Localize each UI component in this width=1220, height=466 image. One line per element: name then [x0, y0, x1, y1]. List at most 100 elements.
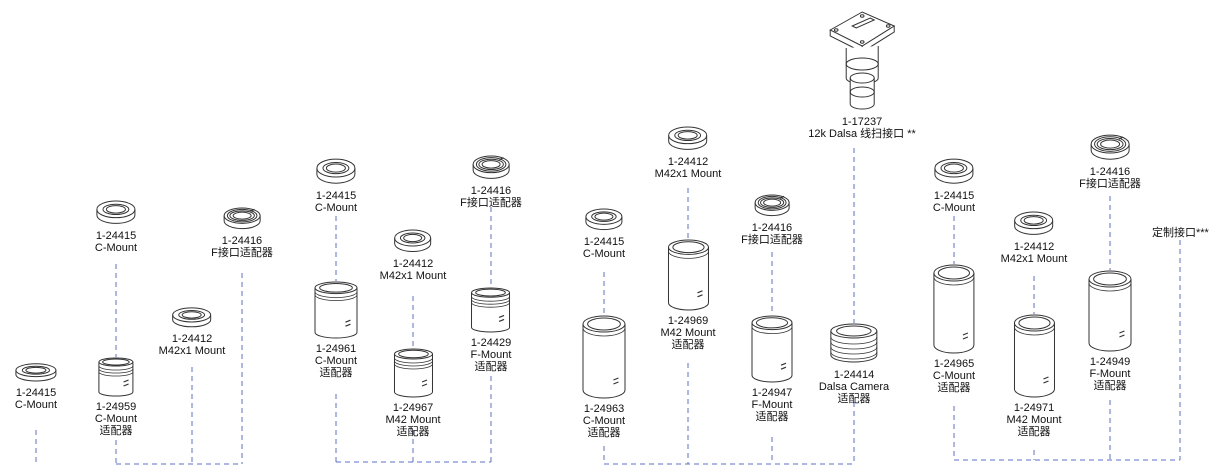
part-number: 1-24412: [171, 333, 213, 345]
part-desc: F接口适配器: [1079, 178, 1141, 190]
f-mount-ring-icon: [754, 194, 790, 217]
part-desc: Dalsa Camera: [818, 381, 890, 393]
part-desc: 适配器: [671, 339, 705, 351]
part-desc: M42x1 Mount: [1000, 253, 1068, 265]
part-number: 1-24416: [1089, 166, 1131, 178]
part-desc: C-Mount: [314, 202, 358, 214]
long-tube-icon: [582, 315, 626, 399]
part-number: 1-24967: [392, 402, 434, 414]
ring-adapter-icon: [15, 363, 57, 382]
part-1-24949: 1-24949 F-Mount 适配器: [1088, 270, 1132, 392]
part-number: 1-24971: [1013, 402, 1055, 414]
short-tube-icon: [471, 287, 511, 333]
part-number: 1-24415: [315, 190, 357, 202]
part-desc: 适配器: [1093, 380, 1127, 392]
part-desc: F-Mount: [470, 349, 512, 361]
part-1-24415-group3: 1-24415 C-Mount: [583, 208, 625, 260]
part-desc: 适配器: [937, 382, 971, 394]
part-desc: M42 Mount: [660, 327, 716, 339]
f-mount-ring-icon: [1090, 134, 1130, 160]
part-1-24947: 1-24947 F-Mount 适配器: [751, 315, 793, 423]
long-tube-icon: [667, 239, 709, 311]
tube-adapter-icon: [314, 281, 358, 339]
ring-adapter-icon: [96, 200, 136, 224]
part-desc: 适配器: [474, 361, 508, 373]
part-desc: C-Mount: [314, 355, 358, 367]
part-1-24412-group1: 1-24412 M42x1 Mount: [159, 307, 225, 357]
part-1-24971: 1-24971 M42 Mount 适配器: [1006, 314, 1062, 438]
part-desc: C-Mount: [932, 202, 976, 214]
part-desc: C-Mount: [932, 370, 976, 382]
part-desc: F接口适配器: [211, 247, 273, 259]
part-number: 1-24416: [751, 222, 793, 234]
short-tube-icon: [393, 348, 433, 398]
part-desc: 适配器: [99, 425, 133, 437]
part-desc: C-Mount: [94, 242, 138, 254]
part-desc: C-Mount: [14, 399, 58, 411]
ring-adapter-icon: [394, 229, 432, 252]
part-1-24969: 1-24969 M42 Mount 适配器: [660, 239, 716, 351]
part-number: 1-24965: [933, 358, 975, 370]
part-1-17237: 1-17237 12k Dalsa 线扫接口 **: [808, 8, 916, 140]
part-number: 1-24949: [1089, 356, 1131, 368]
part-desc: 适配器: [837, 393, 871, 405]
part-number: 1-17237: [841, 116, 883, 128]
part-number: 1-24415: [933, 190, 975, 202]
part-desc: 适配器: [1017, 426, 1051, 438]
part-desc: C-Mount: [582, 415, 626, 427]
part-number: 1-24947: [751, 387, 793, 399]
part-number: 1-24961: [315, 343, 357, 355]
part-number: 1-24969: [667, 315, 709, 327]
part-1-24415-group1-top: 1-24415 C-Mount: [95, 200, 137, 254]
part-1-24416-group4: 1-24416 F接口适配器: [1079, 134, 1141, 190]
ring-adapter-icon: [585, 208, 623, 231]
part-desc: M42 Mount: [1006, 414, 1062, 426]
ring-adapter-icon: [934, 158, 974, 184]
part-desc: F接口适配器: [460, 197, 522, 209]
part-desc: 适配器: [319, 367, 353, 379]
part-1-24416-group3: 1-24416 F接口适配器: [741, 194, 803, 246]
part-number: 1-24412: [667, 156, 709, 168]
long-tube-icon: [933, 264, 975, 354]
ring-adapter-icon: [316, 158, 356, 184]
part-desc: M42 Mount: [385, 414, 441, 426]
part-number: 1-24415: [583, 236, 625, 248]
ring-adapter-icon: [668, 126, 708, 150]
long-tube-icon: [1013, 314, 1055, 398]
f-mount-ring-icon: [223, 207, 261, 230]
part-number: 1-24414: [833, 369, 875, 381]
part-1-24429: 1-24429 F-Mount 适配器: [470, 287, 512, 373]
part-number: 1-24416: [470, 185, 512, 197]
line-scan-interface-icon: [828, 11, 896, 110]
part-desc: F-Mount: [751, 399, 793, 411]
f-mount-ring-icon: [472, 155, 510, 179]
part-desc: M42x1 Mount: [654, 168, 722, 180]
part-desc: 适配器: [396, 426, 430, 438]
part-number: 1-24415: [95, 230, 137, 242]
part-number: 1-24963: [583, 403, 625, 415]
ring-adapter-icon: [172, 307, 212, 328]
part-desc: 12k Dalsa 线扫接口 **: [808, 128, 916, 140]
part-desc: 适配器: [587, 427, 621, 439]
part-desc: 适配器: [755, 411, 789, 423]
part-1-24412-group2: 1-24412 M42x1 Mount: [380, 229, 446, 282]
part-desc: C-Mount: [94, 413, 138, 425]
part-1-24412-group4: 1-24412 M42x1 Mount: [1000, 211, 1068, 265]
part-1-24415-group4: 1-24415 C-Mount: [933, 158, 975, 214]
short-tube-icon: [98, 357, 134, 397]
part-1-24959: 1-24959 C-Mount 适配器: [95, 357, 137, 437]
part-number: 1-24412: [392, 258, 434, 270]
long-tube-icon: [1088, 270, 1132, 352]
part-1-24961: 1-24961 C-Mount 适配器: [314, 281, 358, 379]
part-number: 1-24959: [95, 401, 137, 413]
part-desc: F-Mount: [1089, 368, 1131, 380]
part-1-24416-group2: 1-24416 F接口适配器: [460, 155, 522, 209]
part-desc: F接口适配器: [741, 234, 803, 246]
long-tube-icon: [751, 315, 793, 383]
part-number: 1-24429: [470, 337, 512, 349]
part-1-24963: 1-24963 C-Mount 适配器: [582, 315, 626, 439]
part-1-24412-group3: 1-24412 M42x1 Mount: [654, 126, 722, 180]
ring-adapter-icon: [1014, 211, 1054, 235]
